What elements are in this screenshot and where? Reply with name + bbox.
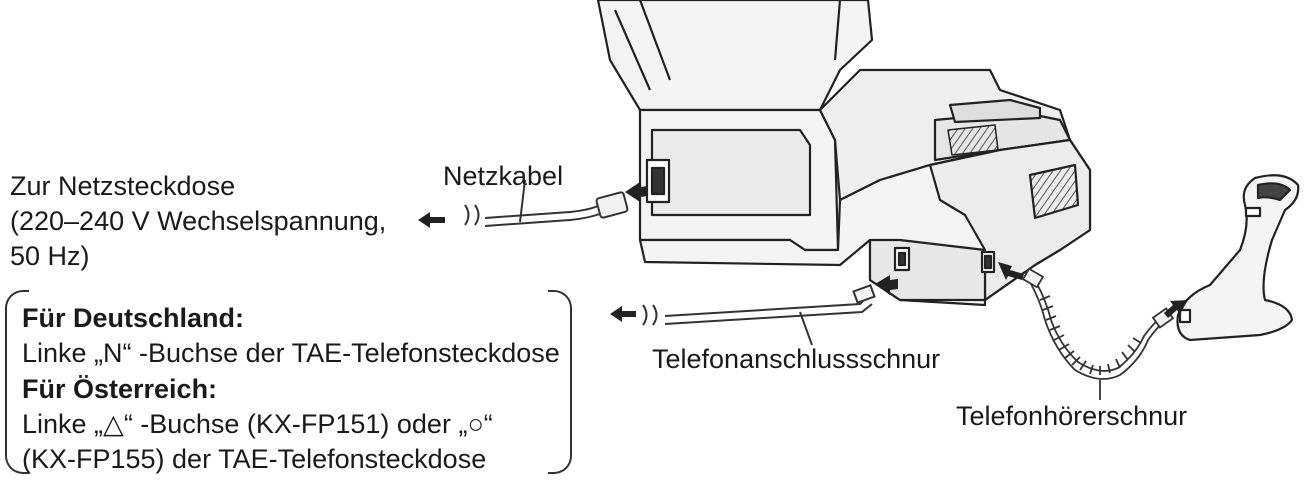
arrow-to-wall-jack xyxy=(610,306,636,322)
arrow-to-handset-socket xyxy=(1164,300,1188,318)
telephone-line-cord xyxy=(642,284,876,346)
fax-machine xyxy=(596,0,1092,307)
handset-cord-label: Telefonhörerschnur xyxy=(956,401,1188,431)
triangle-symbol-icon: △ xyxy=(103,409,124,439)
note-bracket-left xyxy=(5,290,29,474)
germany-text: Linke „N“ -Buchse der TAE-Telefonsteckdo… xyxy=(22,338,560,368)
arrow-to-power-socket xyxy=(625,182,648,202)
austria-text-part-a: Linke „ xyxy=(22,409,104,439)
germany-heading: Für Deutschland: xyxy=(22,303,245,333)
circle-symbol-icon: ○ xyxy=(467,409,484,439)
arrow-to-outlet xyxy=(418,212,445,228)
austria-text-line-2: (KX-FP155) der TAE-Telefonsteckdose xyxy=(22,444,487,474)
arrow-to-line-jack xyxy=(875,275,898,295)
handset-coiled-cord xyxy=(1021,267,1175,400)
arrow-to-handset-jack xyxy=(998,262,1024,280)
austria-heading: Für Österreich: xyxy=(22,374,218,404)
austria-text-part-b: “ -Buchse (KX-FP151) oder „ xyxy=(123,409,468,439)
note-bracket-right xyxy=(548,290,572,474)
power-outlet-label-line-1: Zur Netzsteckdose xyxy=(10,171,236,201)
phone-line-cord-label: Telefonanschlussschnur xyxy=(652,344,941,374)
power-cord-label: Netzkabel xyxy=(443,161,564,191)
austria-text-part-c: “ xyxy=(483,409,493,439)
power-outlet-label-line-3: 50 Hz) xyxy=(10,241,90,271)
austria-text-line-1: Linke „△“ -Buchse (KX-FP151) oder „○“ xyxy=(22,408,493,440)
telephone-handset xyxy=(1176,174,1300,342)
power-outlet-label-line-2: (220–240 V Wechselspannung, xyxy=(10,206,387,236)
power-cord xyxy=(464,179,629,227)
